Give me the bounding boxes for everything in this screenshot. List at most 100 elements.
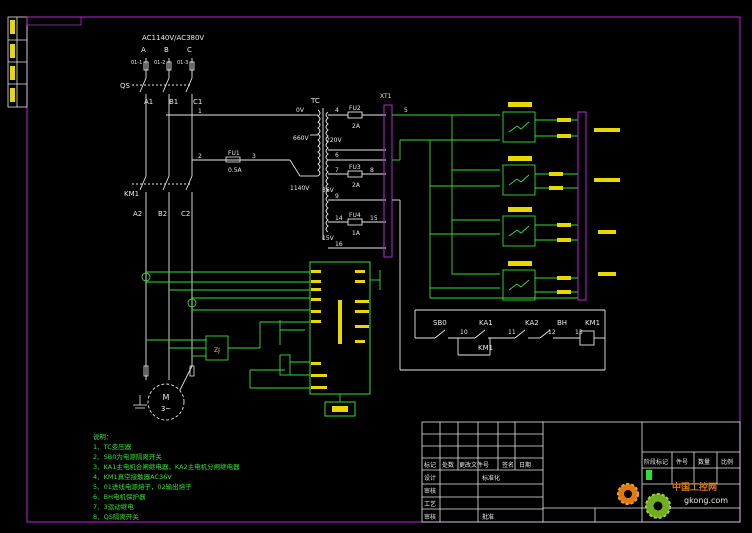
note-item: 1、TC变压器 [93,442,132,451]
tap-220v: 220V [326,137,342,144]
phase-labels: A B C [141,46,192,54]
note-item: 5、01进线电源熔子，02输出熔子 [93,482,192,491]
fuse-fu4-rating: 1A [352,230,361,237]
phase-c-label: C [187,46,192,54]
qs-switch-label: QS [120,82,131,90]
fuse-fu3-label: FU3 [349,164,361,171]
note-item: 3、KA1主电机合闸继电器，KA2主电机分闸继电器 [93,462,240,471]
fuse-fu2-label: FU2 [349,105,361,112]
wire-14-label: 14 [335,215,343,222]
wire-12-label: 12 [548,329,556,336]
right-terminal-strip [577,111,587,301]
tb-design: 设计 [424,474,436,482]
title-block-text: 标记 处数 更改文件号 签名 日期 设计 标准化 审核 工艺 审核 批准 阶段标… [424,458,733,521]
wire-10-label: 10 [460,329,468,336]
secondary-fuse-labels: FU2 2A FU3 2A FU4 1A [349,105,361,237]
wire-16-label: 16 [335,241,343,248]
ct-sensing-wiring [141,271,310,389]
tb-approve: 审核 [424,513,436,521]
control-wire-numbers: 10 11 12 13 [460,329,583,336]
tb-count: 处数 [442,461,454,469]
tb-mark: 标记 [424,461,436,469]
note-item: 4、KM1真空接触器AC36V [93,472,172,481]
wire-4-label: 4 [335,107,339,114]
control-ka1-label: KA1 [479,319,493,327]
transformer-tc [289,108,386,249]
tb-scale: 比例 [721,458,733,466]
control-labels: SB0 KA1 KA2 BH KM1 KM1 [433,319,600,352]
top-left-tag [26,16,82,26]
title-block [421,421,741,523]
tap-36v: 36V [322,187,335,194]
notes-block: 说明： 1、TC变压器 2、SB0为电源隔离开关 3、KA1主电机合闸继电器，K… [93,432,240,521]
phase-a-label: A [141,46,146,54]
tb-standard: 标准化 [482,474,500,482]
wire-5-label: 5 [404,107,408,114]
contactor-km1-label: KM1 [124,190,139,198]
fuse-01-3-label: 01-3 [177,60,188,66]
protector-pins [311,270,369,389]
protector-display [324,401,356,417]
node-c2-label: C2 [181,210,190,218]
wire-15-label: 15 [370,215,378,222]
motor-sub-label: 3~ [161,405,171,413]
secondary-wire-labels: 4 5 6 7 8 9 14 15 16 [335,107,408,248]
node-b1-label: B1 [169,98,178,106]
node-a2-label: A2 [133,210,142,218]
wire-8-label: 8 [370,167,374,174]
fuse-fu1-rating: 0.5A [228,167,243,174]
lower-node-labels: A2 B2 C2 [133,210,190,218]
control-km1-label: KM1 [585,319,600,327]
wire-3-label: 3 [252,153,256,160]
tb-process: 工艺 [424,500,436,508]
tb-stage-mark: 阶段标记 [644,458,668,466]
transformer-label: TC [310,97,320,105]
upper-node-labels: A1 B1 C1 [144,98,202,106]
tb-change-doc: 更改文件号 [459,461,489,469]
tap-15v: 15V [322,235,335,242]
fuse-01-1-label: 01-1 [131,60,142,66]
fuse-01-2-label: 01-2 [154,60,165,66]
note-item: 7、3运动继电 [93,502,134,511]
control-sb0-label: SB0 [433,319,447,327]
terminal-strip-label: XT1 [380,93,392,100]
module-yellow-tags [508,102,620,294]
phase-b-label: B [164,46,169,54]
input-fuse-labels: 01-1 01-2 01-3 [131,60,188,66]
fuse-fu2-rating: 2A [352,123,361,130]
node-a1-label: A1 [144,98,153,106]
control-bh-label: BH [557,319,567,327]
tb-quantity: 数量 [698,458,710,466]
supply-voltage-label: AC1140V/AC380V [142,34,204,42]
notes-title: 说明： [93,432,113,441]
watermark: 中国工控网 gkong.com [617,481,728,519]
fuse-fu4-label: FU4 [349,212,361,219]
node-c1-label: C1 [193,98,202,106]
node-b2-label: B2 [158,210,167,218]
tap-660v: 660V [293,135,309,142]
watermark-text: 中国工控网 [672,481,717,493]
wire-9-label: 9 [335,193,339,200]
power-lines [132,58,310,366]
drawing-border [26,16,741,523]
control-km1-contact-label: KM1 [478,344,493,352]
terminal-strip-xt1 [383,104,393,258]
secondary-distribution [392,111,578,301]
wire-11-label: 11 [508,329,516,336]
ct-module-label: ZJ [214,347,220,354]
wire-1-label: 1 [198,108,202,115]
fuse-fu1 [225,156,241,163]
wire-7-label: 7 [335,167,339,174]
fuse-fu3-rating: 2A [352,182,361,189]
note-item: 8、QS隔离开关 [93,512,139,521]
tap-0v: 0V [296,107,305,114]
tb-approve-2: 批准 [482,513,494,521]
tb-part-no: 件号 [676,458,688,466]
tap-1140v: 1140V [290,185,310,192]
tb-check: 审核 [424,487,436,495]
motor-label: M [163,393,170,402]
tb-date: 日期 [519,461,531,469]
wire-2-label: 2 [198,153,202,160]
note-item: 2、SB0为电源隔离开关 [93,452,162,461]
